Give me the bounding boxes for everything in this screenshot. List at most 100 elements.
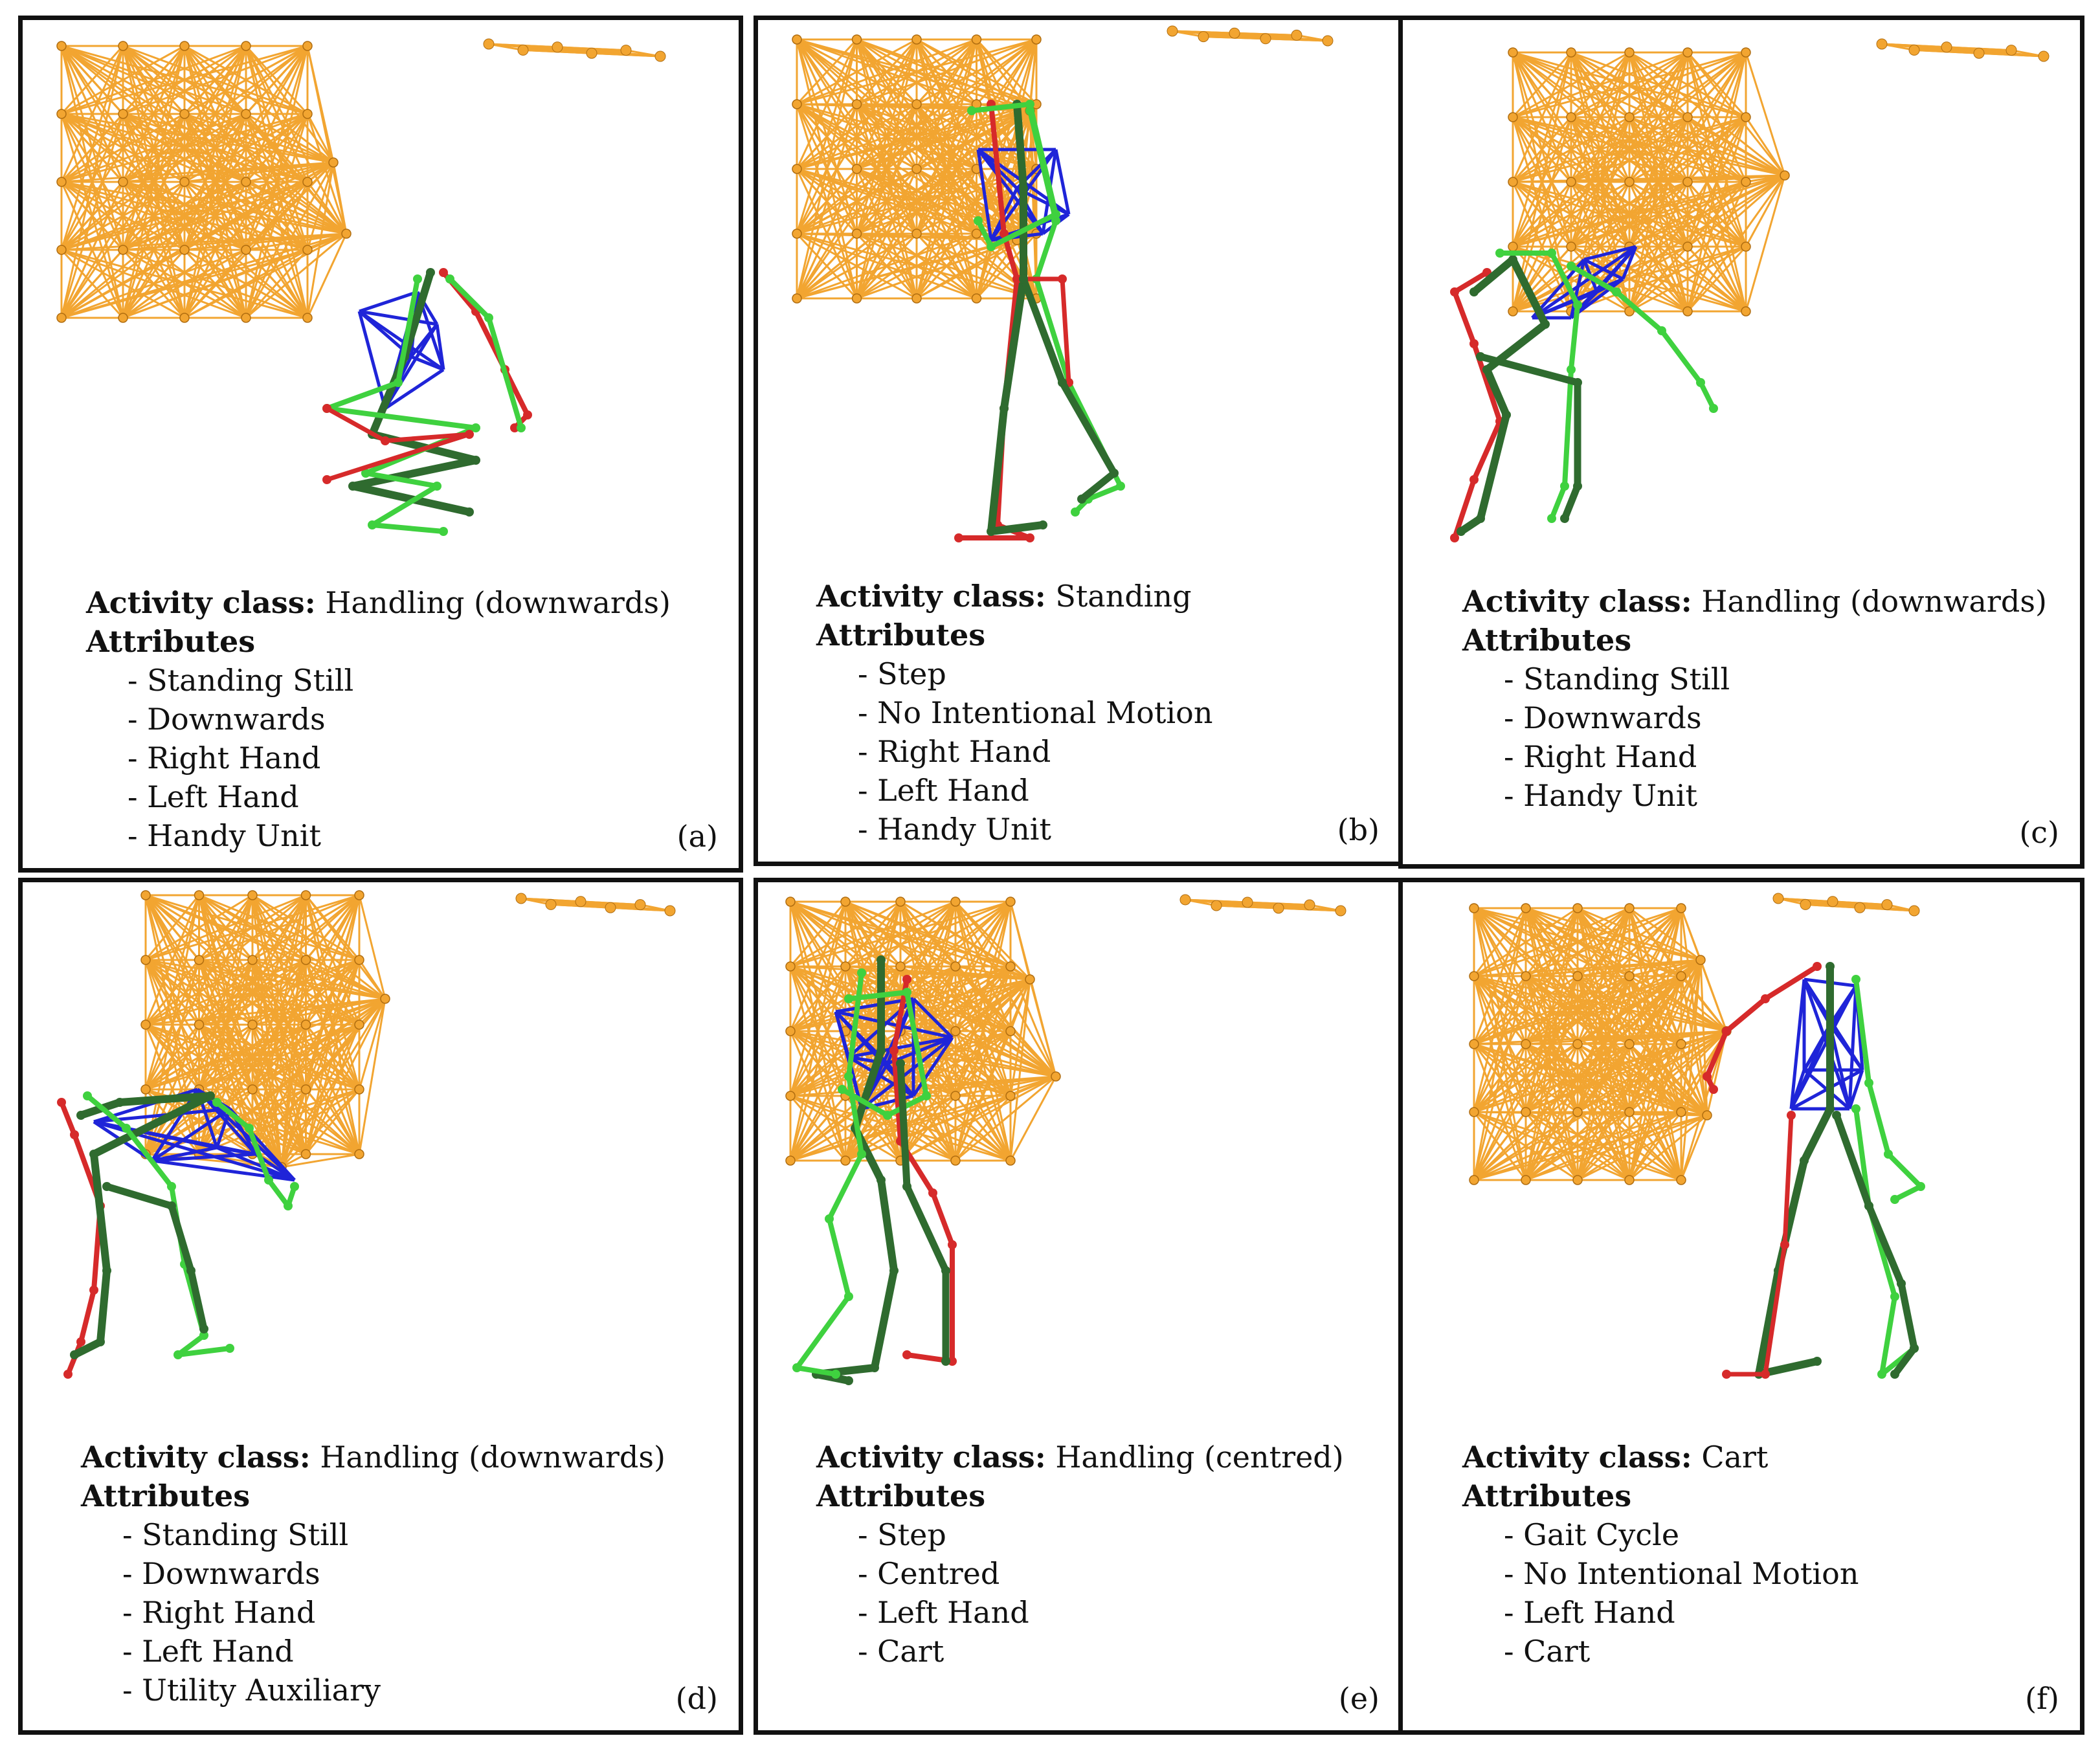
skeleton-visualization [785, 894, 1346, 1385]
skeleton-segment [1495, 249, 1582, 523]
attribute-item: - Utility Auxiliary [122, 1673, 381, 1708]
attribute-item: - Left Hand [858, 1595, 1029, 1630]
activity-class-value: Handling (centred) [1055, 1440, 1344, 1475]
activity-class-value: Cart [1701, 1440, 1769, 1475]
attribute-item: - Left Hand [858, 773, 1029, 808]
attribute-item: - Handy Unit [128, 818, 321, 853]
skeleton-segment [1019, 274, 1119, 504]
skeleton-segment [439, 268, 532, 432]
panel-description: Activity class: Handling (downwards) Att… [86, 583, 671, 855]
attribute-item: - Downwards [122, 1556, 320, 1591]
activity-class-label: Activity class: [816, 579, 1046, 614]
panel-tag: (d) [675, 1681, 718, 1716]
skeleton-segment [987, 100, 1047, 536]
skeleton-segment [445, 274, 526, 432]
skeleton-segment [1567, 262, 1718, 413]
panel-f: Activity class: Cart Attributes - Gait C… [1398, 878, 2084, 1735]
panel-d: Activity class: Handling (downwards) Att… [18, 878, 743, 1735]
panel-description: Activity class: Standing Attributes - St… [816, 577, 1212, 849]
attribute-item: - Right Hand [128, 741, 321, 775]
attribute-item: - Standing Still [1504, 662, 1730, 696]
skeleton-segment [1450, 268, 1504, 542]
attribute-item: - Step [858, 656, 946, 691]
marker-mesh [140, 890, 390, 1172]
marker-rail [1179, 894, 1346, 917]
attributes-title: Attributes [816, 1478, 986, 1513]
skeleton-visualization [56, 38, 666, 536]
attribute-item: - Gait Cycle [1504, 1517, 1680, 1552]
attribute-item: - Centred [858, 1556, 1000, 1591]
marker-rail [1876, 38, 2050, 62]
marker-rail [515, 893, 676, 917]
attribute-item: - Left Hand [122, 1634, 294, 1669]
activity-class-label: Activity class: [816, 1440, 1046, 1475]
attribute-item: - Cart [1504, 1634, 1591, 1669]
skeleton-segment [967, 100, 1060, 251]
skeleton-segment [212, 1098, 299, 1210]
marker-rail [483, 38, 666, 62]
activity-class-value: Handling (downwards) [1701, 584, 2047, 619]
attribute-item: - Left Hand [128, 779, 299, 814]
attribute-item: - Downwards [1504, 700, 1702, 735]
marker-mesh [785, 897, 1061, 1166]
skeleton-segment [1012, 274, 1073, 387]
panel-tag: (e) [1338, 1681, 1380, 1716]
activity-class-value: Standing [1055, 579, 1192, 614]
skeleton-segment [1851, 975, 1925, 1204]
attributes-title: Attributes [1462, 1478, 1632, 1513]
activity-class-label: Activity class: [81, 1440, 311, 1475]
panel-c: Activity class: Handling (downwards) Att… [1398, 16, 2084, 869]
panel-description: Activity class: Handling (downwards) Att… [1462, 582, 2047, 815]
marker-rail [1772, 893, 1920, 917]
attribute-item: - Right Hand [1504, 739, 1697, 774]
marker-mesh [1469, 903, 1732, 1185]
skeleton-segment [70, 1091, 215, 1359]
panel-tag: (b) [1337, 812, 1380, 847]
skeleton-segment [1703, 962, 1822, 1094]
skeleton-visualization [57, 890, 676, 1379]
attribute-item: - Handy Unit [858, 812, 1051, 847]
panel-e: Activity class: Handling (centred) Attri… [754, 878, 1405, 1735]
skeleton-segment [896, 1059, 950, 1366]
activity-class-label: Activity class: [1462, 584, 1692, 619]
attribute-item: - No Intentional Motion [858, 695, 1213, 730]
panel-description: Activity class: Handling (downwards) Att… [81, 1438, 665, 1710]
activity-class-label: Activity class: [86, 585, 316, 620]
attribute-item: - No Intentional Motion [1504, 1556, 1859, 1591]
marker-mesh [1508, 47, 1790, 317]
panel-a: Activity class: Handling (downwards) Att… [18, 16, 743, 873]
attribute-item: - Cart [858, 1634, 944, 1669]
panel-description: Activity class: Handling (centred) Attri… [816, 1438, 1344, 1671]
skeleton-segment [889, 975, 957, 1366]
panel-tag: (c) [2019, 815, 2059, 850]
activity-class-label: Activity class: [1462, 1440, 1692, 1475]
skeleton-segment [1476, 352, 1582, 523]
marker-rail [1167, 25, 1334, 47]
attribute-item: - Right Hand [122, 1595, 316, 1630]
skeleton-segment [1832, 1111, 1919, 1379]
skeleton-segment [322, 404, 474, 484]
attribute-item: - Handy Unit [1504, 778, 1697, 813]
skeleton-visualization [1469, 893, 1925, 1379]
attributes-title: Attributes [81, 1478, 251, 1513]
attribute-item: - Step [858, 1517, 946, 1552]
attribute-item: - Left Hand [1504, 1595, 1675, 1630]
attribute-item: - Downwards [128, 702, 326, 737]
attribute-item: - Right Hand [858, 734, 1051, 769]
skeleton-segment [83, 1091, 234, 1359]
skeleton-segment [792, 968, 866, 1379]
attributes-title: Attributes [86, 624, 256, 659]
skeleton-segment [1457, 255, 1550, 536]
panel-b: Activity class: Standing Attributes - St… [754, 16, 1405, 866]
attribute-item: - Standing Still [128, 663, 354, 698]
skeleton-segment [838, 988, 931, 1120]
attribute-item: - Standing Still [122, 1517, 349, 1552]
panel-tag: (a) [676, 819, 718, 854]
attributes-title: Attributes [816, 618, 986, 652]
skeleton-segment [1754, 962, 1835, 1379]
activity-class-value: Handling (downwards) [320, 1440, 665, 1475]
activity-class-value: Handling (downwards) [325, 585, 671, 620]
skeleton-segment [102, 1182, 208, 1333]
skeleton-segment [1722, 1111, 1796, 1379]
skeleton-visualization [792, 25, 1334, 542]
